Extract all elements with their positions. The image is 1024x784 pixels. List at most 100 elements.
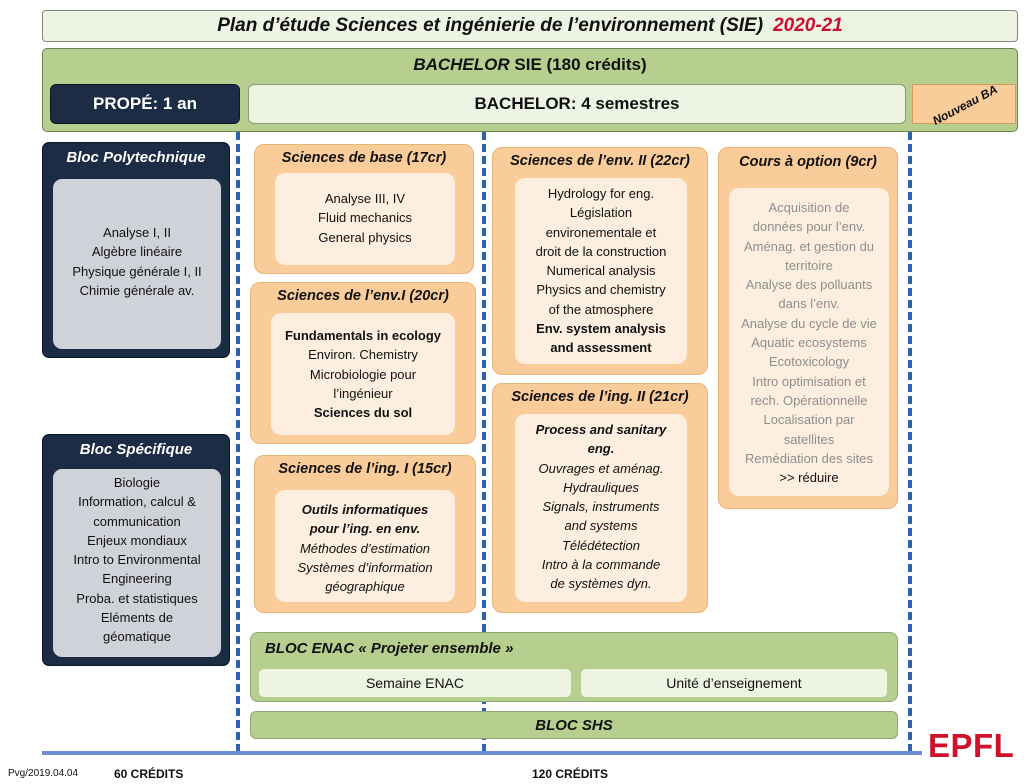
course-item: Microbiologie pour	[309, 366, 417, 382]
course-item: pour l’ing. en env.	[309, 521, 421, 537]
course-item: Fundamentals in ecology	[284, 328, 442, 343]
cours-a-option-title: Cours à option (9cr)	[739, 154, 877, 170]
reduire-link[interactable]: >> réduire	[779, 470, 839, 486]
course-item: Biologie	[113, 475, 161, 490]
cours-a-option-list: Acquisition de données pour l’env. Aména…	[729, 188, 889, 496]
course-item: Analyse des polluants	[745, 277, 873, 293]
course-item: Physique générale I, II	[72, 263, 202, 279]
bachelor-4-semestres-box: BACHELOR: 4 semestres	[248, 84, 906, 124]
course-item: Hydrology for eng.	[547, 186, 655, 201]
course-item: Localisation par	[763, 412, 855, 428]
separator-line-2	[482, 132, 486, 752]
course-item: environementale et	[545, 224, 657, 240]
semaine-enac-cell: Semaine ENAC	[259, 669, 571, 697]
course-item: communication	[93, 513, 181, 529]
bachelor-heading: BACHELOR SIE (180 crédits)	[42, 55, 1018, 75]
course-item: Télédétection	[561, 537, 641, 553]
course-item: Eléments de	[100, 610, 174, 626]
cours-a-option: Cours à option (9cr) Acquisition de donn…	[718, 147, 898, 509]
sciences-ing-1-title: Sciences de l’ing. I (15cr)	[278, 461, 452, 477]
sciences-de-base-title: Sciences de base (17cr)	[281, 150, 447, 166]
bachelor-heading-rest: SIE (180 crédits)	[509, 55, 647, 74]
course-item: Sciences du sol	[313, 405, 413, 421]
sciences-ing-2-title: Sciences de l’ing. II (21cr)	[511, 389, 689, 405]
course-item: and assessment	[550, 340, 652, 356]
course-item: Hydrauliques	[563, 479, 639, 495]
course-item: Env. system analysis	[536, 321, 666, 337]
bloc-shs: BLOC SHS	[250, 711, 898, 739]
course-item: Systèmes d’information	[297, 559, 433, 575]
course-item: Numerical analysis	[546, 263, 656, 279]
credits-120-label: 120 CRÉDITS	[532, 767, 609, 781]
course-item: satellites	[783, 431, 835, 447]
sciences-de-base-list: Analyse III, IV Fluid mechanics General …	[275, 173, 455, 265]
sciences-env-1-title: Sciences de l’env.I (20cr)	[277, 288, 449, 304]
course-item: Remédiation des sites	[745, 450, 873, 466]
course-item: Intro optimisation et	[752, 373, 866, 389]
course-item: rech. Opérationnelle	[750, 392, 868, 408]
sciences-env-2: Sciences de l’env. II (22cr) Hydrology f…	[492, 147, 708, 375]
course-item: Législation	[569, 205, 633, 221]
course-item: General physics	[318, 229, 412, 245]
bloc-polytechnique-list: Analyse I, II Algèbre linéaire Physique …	[53, 179, 221, 349]
course-item: Ouvrages et aménag.	[538, 460, 664, 476]
title-text: Plan d’étude Sciences et ingénierie de l…	[217, 15, 764, 36]
course-item: Analyse du cycle de vie	[741, 315, 877, 331]
course-item: Outils informatiques	[301, 502, 429, 517]
course-item: territoire	[785, 257, 833, 273]
credits-axis	[42, 751, 922, 755]
sciences-ing-1: Sciences de l’ing. I (15cr) Outils infor…	[254, 455, 476, 613]
course-item: de systèmes dyn.	[550, 576, 652, 592]
course-item: Physics and chemistry	[536, 282, 666, 298]
bloc-polytechnique: Bloc Polytechnique Analyse I, II Algèbre…	[42, 142, 230, 358]
epfl-logo: EPFL	[928, 727, 1015, 764]
bloc-enac-title: BLOC ENAC « Projeter ensemble »	[265, 640, 514, 657]
sciences-env-1-list: Fundamentals in ecology Environ. Chemist…	[271, 313, 455, 435]
course-item: Analyse I, II	[103, 225, 171, 240]
course-item: Process and sanitary	[535, 422, 667, 437]
course-item: Aménag. et gestion du	[743, 238, 875, 254]
course-item: géographique	[325, 579, 405, 595]
course-item: Fluid mechanics	[318, 210, 412, 226]
sciences-ing-2: Sciences de l’ing. II (21cr) Process and…	[492, 383, 708, 613]
version-stamp: Pvg/2019.04.04	[8, 768, 79, 779]
course-item: Enjeux mondiaux	[87, 532, 187, 548]
title-year: 2020-21	[773, 15, 843, 36]
course-item: Signals, instruments	[542, 499, 660, 515]
course-item: dans l’env.	[778, 296, 840, 312]
bloc-enac: BLOC ENAC « Projeter ensemble » Semaine …	[250, 632, 898, 702]
bloc-polytechnique-title: Bloc Polytechnique	[66, 149, 206, 166]
course-item: Environ. Chemistry	[308, 347, 418, 363]
separator-line-3	[908, 132, 912, 752]
bachelor-heading-italic: BACHELOR	[413, 55, 510, 74]
sciences-env-2-list: Hydrology for eng. Législation environem…	[515, 178, 687, 364]
sciences-de-base: Sciences de base (17cr) Analyse III, IV …	[254, 144, 474, 274]
course-item: Acquisition de	[768, 200, 850, 215]
course-item: Intro à la commande	[541, 557, 661, 573]
course-item: of the atmosphere	[548, 301, 654, 317]
bloc-specifique-title: Bloc Spécifique	[79, 441, 193, 458]
sciences-ing-2-list: Process and sanitary eng. Ouvrages et am…	[515, 414, 687, 602]
sciences-env-2-title: Sciences de l’env. II (22cr)	[510, 153, 690, 169]
course-item: Information, calcul &	[78, 494, 196, 510]
nouveau-ba-badge: Nouveau BA	[912, 82, 1016, 128]
course-item: and systems	[564, 518, 638, 534]
sciences-env-1: Sciences de l’env.I (20cr) Fundamentals …	[250, 282, 476, 444]
course-item: géomatique	[103, 629, 171, 645]
course-item: données pour l’env.	[752, 219, 866, 235]
course-item: eng.	[587, 441, 615, 457]
course-item: Analyse III, IV	[324, 191, 406, 206]
sciences-ing-1-list: Outils informatiques pour l’ing. en env.…	[275, 490, 455, 602]
course-item: Intro to Environmental	[73, 552, 201, 568]
prope-box: PROPÉ: 1 an	[50, 84, 240, 124]
unite-enseignement-cell: Unité d’enseignement	[581, 669, 887, 697]
plan-title: Plan d’étude Sciences et ingénierie de l…	[42, 10, 1018, 42]
course-item: Méthodes d’estimation	[299, 540, 431, 556]
course-item: Engineering	[102, 571, 172, 587]
bloc-specifique: Bloc Spécifique Biologie Information, ca…	[42, 434, 230, 666]
course-item: droit de la construction	[535, 243, 667, 259]
course-item: l’ingénieur	[333, 385, 393, 401]
separator-line-1	[236, 132, 240, 752]
course-item: Proba. et statistiques	[76, 590, 198, 606]
course-item: Aquatic ecosystems	[751, 335, 867, 351]
